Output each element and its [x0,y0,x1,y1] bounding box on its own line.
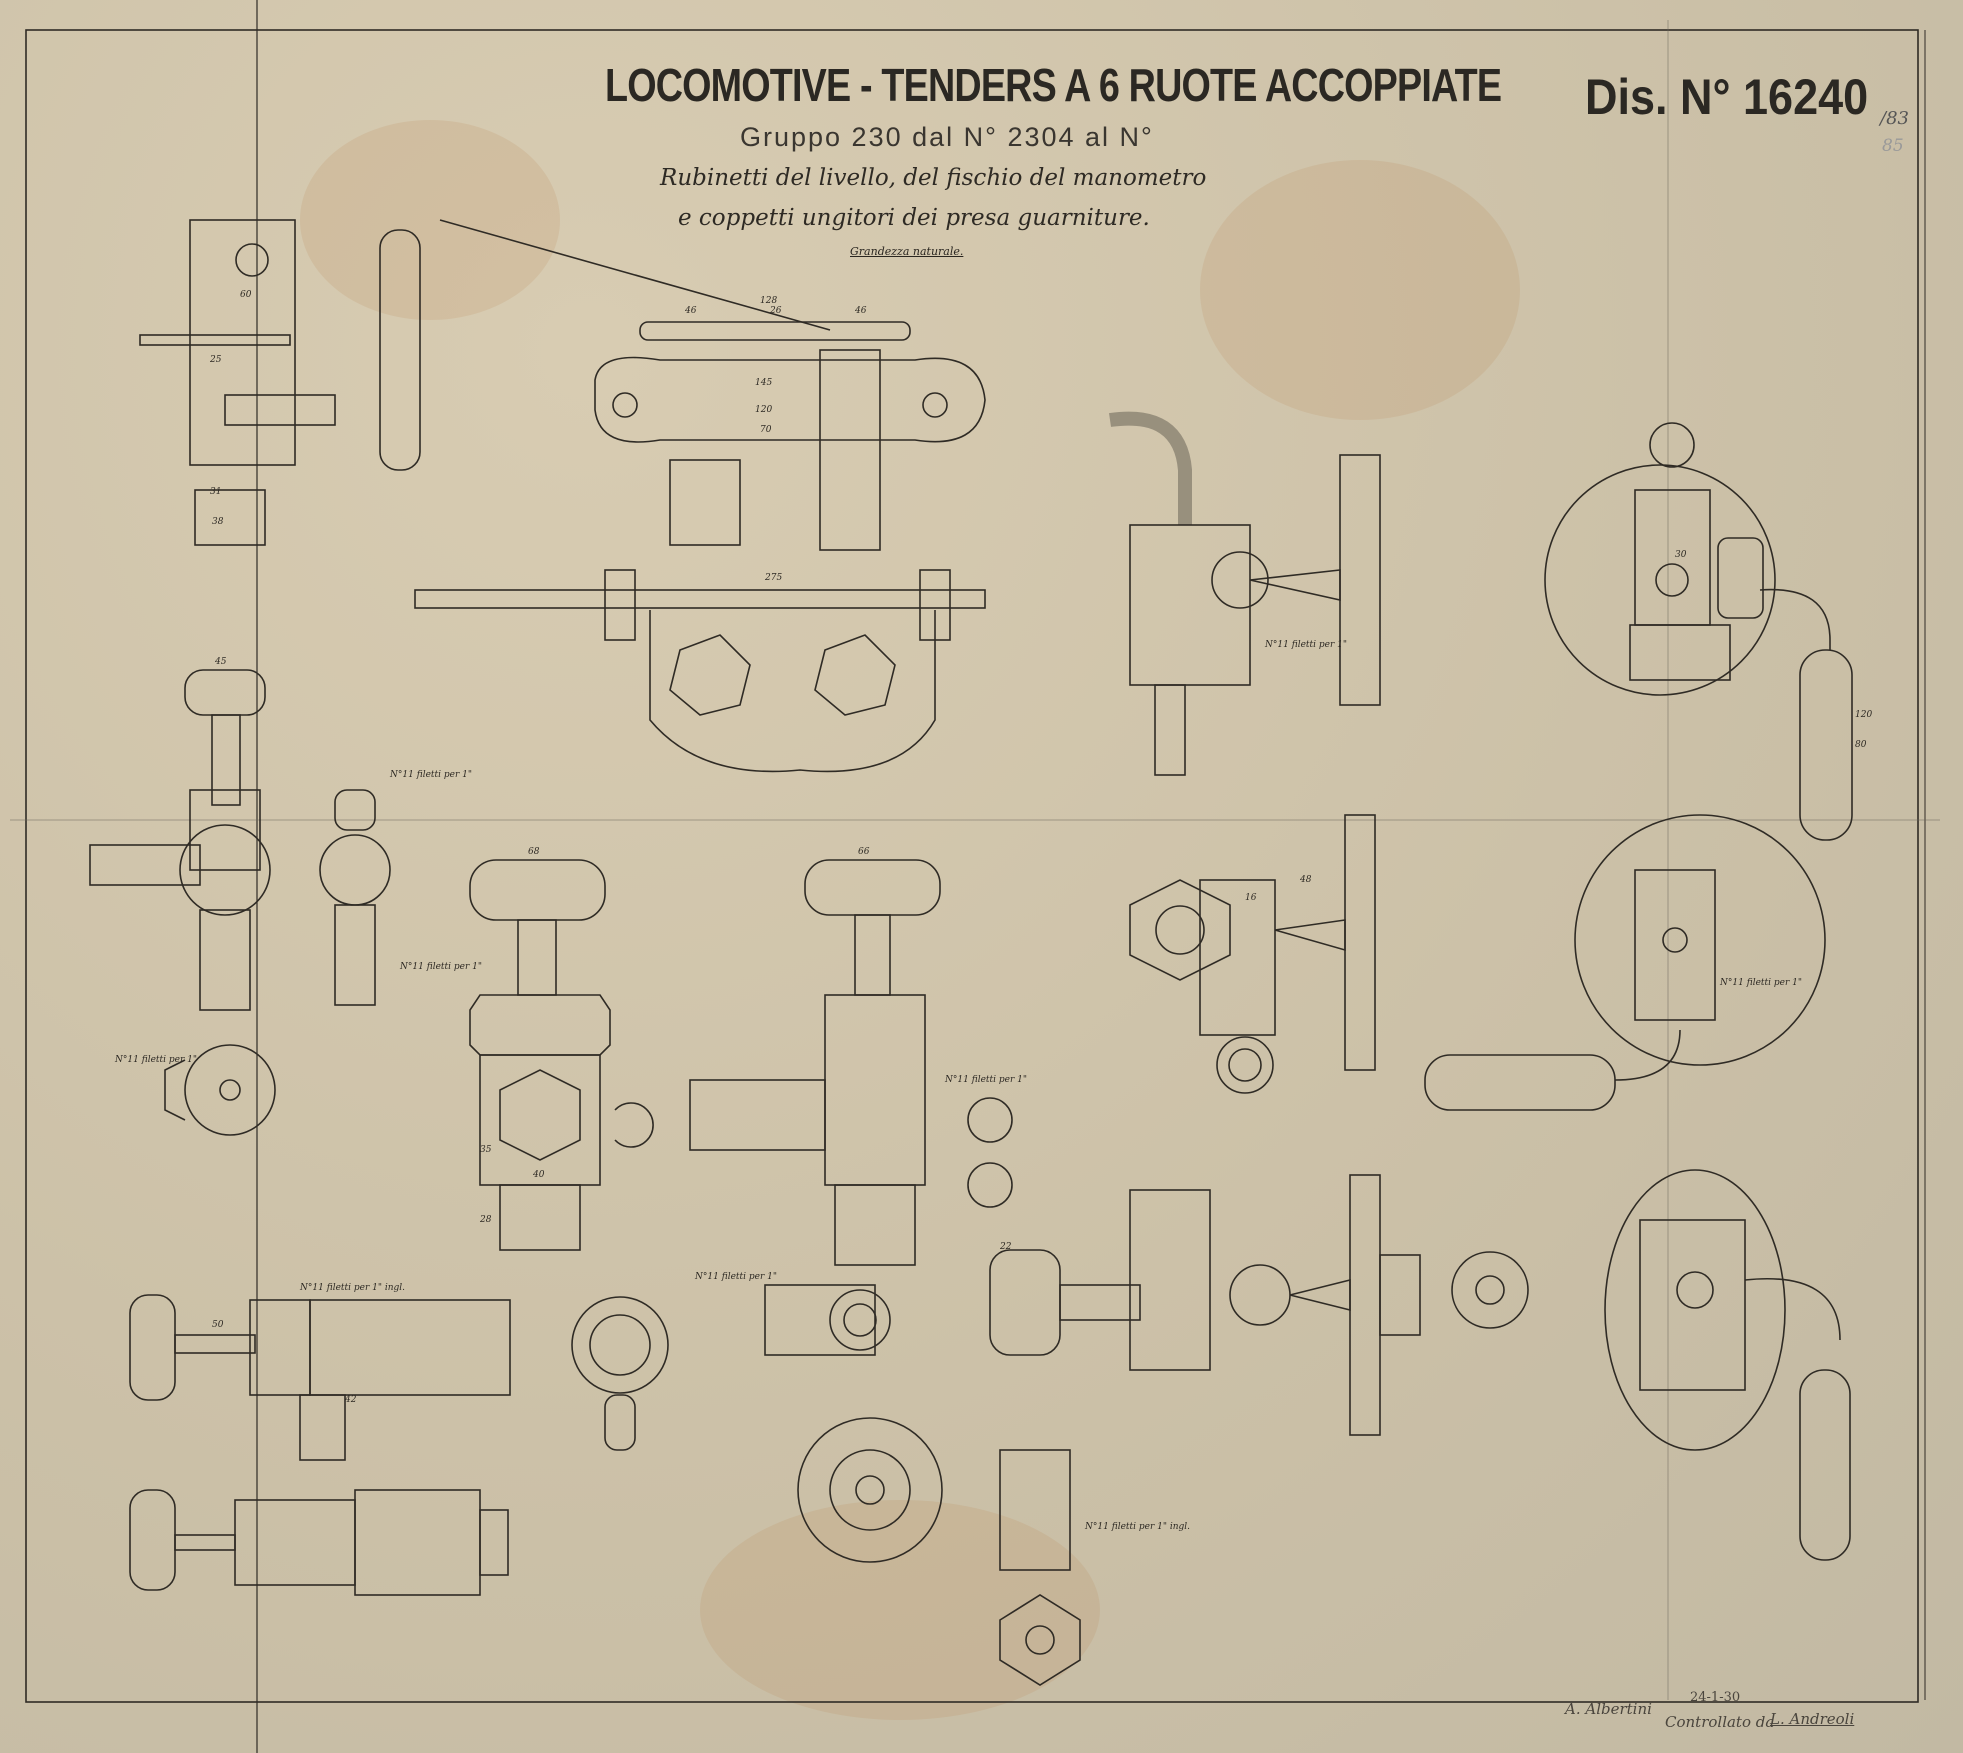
drawing-title: LOCOMOTIVE - TENDERS A 6 RUOTE ACCOPPIAT… [605,59,1502,111]
dimension: 16 [1245,893,1257,903]
drain-cock-views [129,1294,511,1596]
drawing-border [25,29,1919,1703]
manometer-cock-front-view [1424,814,1826,1111]
dimension: 120 [755,405,773,415]
thread-note: N°11 filetti per 1" [400,962,482,972]
level-cock-assembly [1109,411,1381,776]
thread-note: N°11 filetti per 1" [390,770,472,780]
dimension: 66 [858,847,870,857]
sheet-number: /83 [1880,108,1909,129]
bracket-plan-view [414,219,986,773]
dimension: 46 [855,306,867,316]
grease-cup-assembly [89,669,391,1136]
dimension: 120 [1855,710,1873,720]
dimension: 42 [345,1395,357,1405]
dimension: 80 [1855,740,1867,750]
dimension: 70 [760,425,772,435]
dimension: 31 [210,487,222,497]
whistle-cock-section [989,1169,1851,1561]
dimension: 50 [212,1320,224,1330]
dimension: 22 [1000,1242,1012,1252]
group-line: Gruppo 230 dal N° 2304 al N° [740,122,1154,152]
dimension: 145 [755,378,773,388]
thread-note: N°11 filetti per 1" [1265,640,1347,650]
thread-note: N°11 filetti per 1" ingl. [1085,1522,1191,1532]
dimension: 25 [210,355,222,365]
dimension: 40 [533,1170,545,1180]
thread-note: N°11 filetti per 1" [115,1055,197,1065]
sheet-number-pencil: 85 [1882,136,1904,156]
valve-handwheel-section [469,859,1013,1266]
thread-note: N°11 filetti per 1" [695,1272,777,1282]
drawing-date: 24-1-30 [1690,1690,1741,1705]
plug-end-views [571,1284,1081,1686]
paper-stain [1200,160,1520,420]
thread-note: N°11 filetti per 1" ingl. [300,1283,406,1293]
whistle-cock-front-view [1544,422,1853,841]
dimension: 68 [528,847,540,857]
dimension: 45 [215,657,227,667]
subtitle-line-2: e coppetti ungitori dei presa guarniture… [678,205,1150,231]
thread-note: N°11 filetti per 1" [945,1075,1027,1085]
dimension: 28 [480,1215,492,1225]
paper-stain [300,120,560,320]
dimension: 60 [240,290,252,300]
checked-by-signature: L. Andreoli [1770,1710,1855,1728]
checked-by-label: Controllato da [1665,1713,1775,1731]
manometer-cock-section [1129,814,1376,1094]
thread-note: N°11 filetti per 1" [1720,978,1802,988]
drawing-number: Dis. N° 16240 [1585,69,1869,125]
dimension: 46 [685,306,697,316]
dimension: 26 [770,306,782,316]
scale-note: Grandezza naturale. [850,245,964,258]
dimension: 35 [480,1145,492,1155]
paper-stain [700,1500,1100,1720]
drawn-by-signature: A. Albertini [1565,1700,1652,1718]
dimension: 275 [765,573,783,583]
dimension: 30 [1675,550,1687,560]
subtitle-line-1: Rubinetti del livello, del fischio del m… [660,165,1207,191]
dimension: 48 [1300,875,1312,885]
dimension: 38 [212,517,224,527]
bracket-side-view [139,219,421,546]
dimension: 128 [760,296,778,306]
